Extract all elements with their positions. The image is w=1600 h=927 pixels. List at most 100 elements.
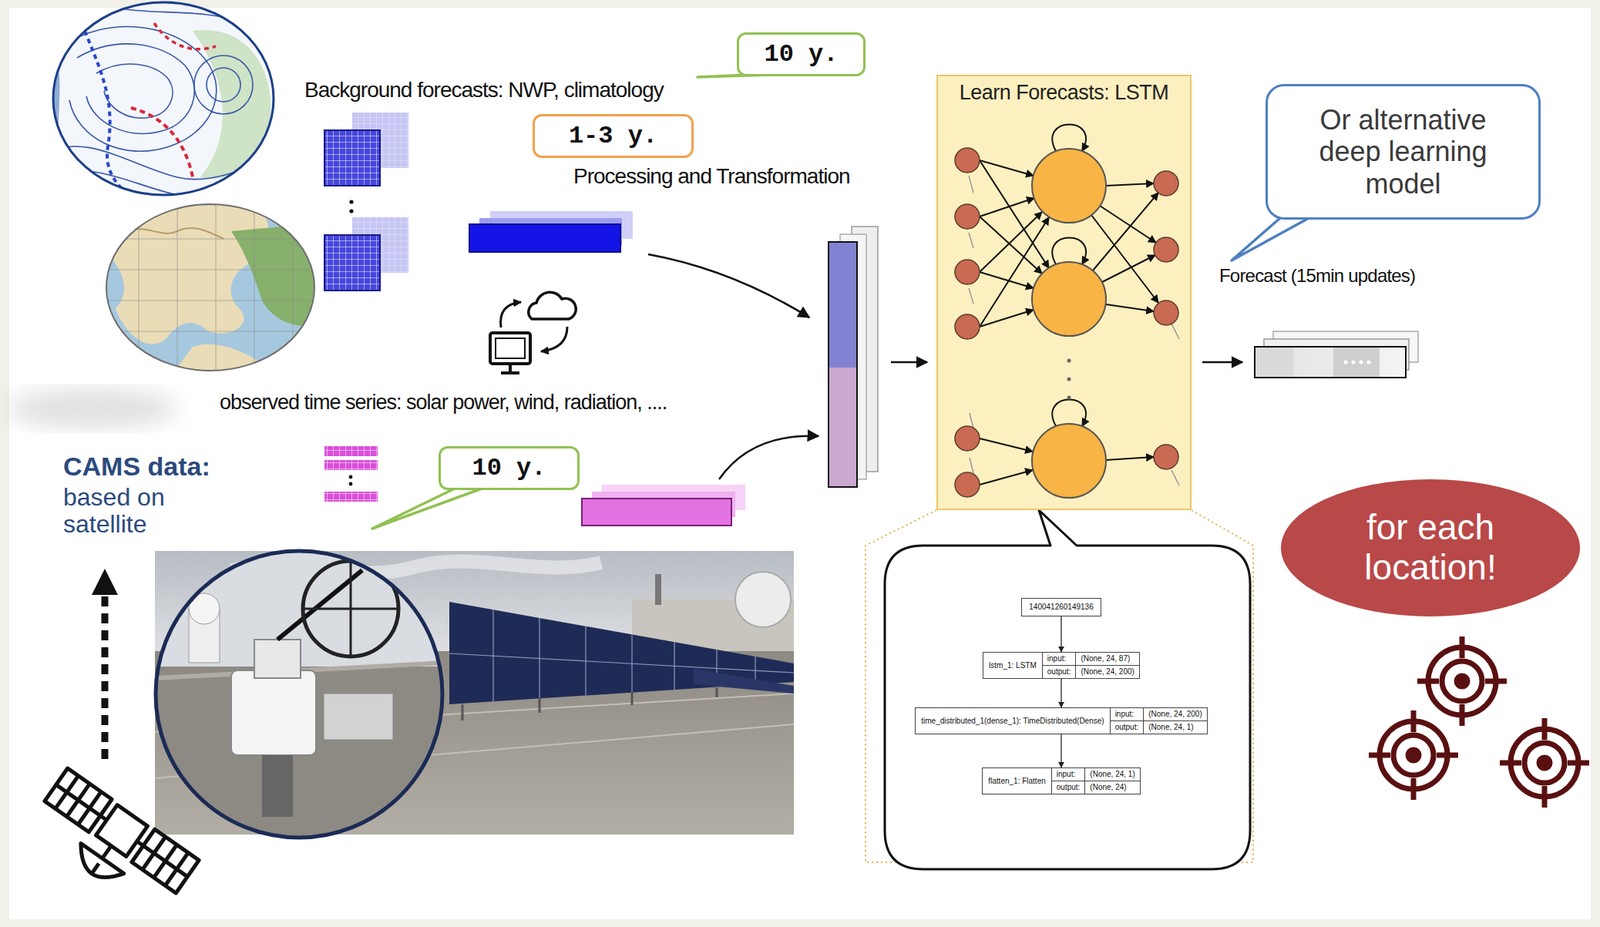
satellite-icon — [131, 829, 199, 894]
observation-bars — [324, 460, 378, 471]
rooftop-photo — [231, 670, 316, 756]
layer-arrow — [1060, 616, 1062, 653]
page-panel — [9, 7, 1591, 920]
lstm-network — [1202, 361, 1243, 364]
forecast-output-bar — [1254, 346, 1406, 378]
europe-map — [7, 388, 178, 429]
rooftop-photo — [462, 687, 717, 721]
rooftop-photo — [693, 668, 794, 694]
target-icon — [1417, 636, 1507, 727]
lstm-network — [969, 457, 974, 474]
satellite-icon — [44, 768, 112, 833]
forecast-output-bar — [1344, 360, 1348, 365]
lstm-network — [954, 472, 980, 498]
weather-globe — [46, 15, 70, 193]
rooftop-photo — [154, 551, 448, 844]
lstm-network — [1052, 400, 1086, 427]
satellite-icon — [26, 568, 199, 920]
observation-bars — [324, 491, 378, 502]
shape-value: (None, 24, 200) — [1075, 665, 1140, 679]
grid-stack — [324, 235, 380, 291]
weather-globe — [53, 2, 274, 195]
layer-name: time_distributed_1(dense_1): TimeDistrib… — [921, 716, 1104, 727]
output-label: Forecast (15min updates) — [1219, 265, 1416, 288]
source-heading: CAMS data: — [63, 450, 211, 483]
target-icon — [1368, 710, 1459, 800]
observation-bars — [349, 475, 353, 480]
lstm-network — [936, 74, 1192, 511]
lstm-network — [1153, 444, 1179, 470]
shape-table: input:(None, 24, 200)output:(None, 24, 1… — [1110, 708, 1207, 734]
weather-globe — [53, 171, 185, 197]
shape-table: input:(None, 24, 1)output:(None, 24) — [1052, 768, 1140, 794]
layer-name-cell: lstm_1: LSTM — [983, 652, 1043, 679]
rooftop-photo — [655, 574, 662, 606]
layer-arrow — [1060, 678, 1062, 708]
input-vector — [828, 226, 928, 488]
lstm-network — [979, 470, 1033, 485]
lstm-network — [1105, 183, 1154, 186]
lstm-network — [1153, 237, 1179, 263]
cloud-computer-icon — [490, 332, 531, 364]
node-text: 140041260149136 — [1028, 602, 1093, 612]
lstm-network — [1052, 238, 1086, 266]
lstm-network — [1067, 359, 1072, 400]
target-icon — [1456, 675, 1468, 687]
forecast-output-bar — [1359, 360, 1364, 365]
europe-map — [138, 204, 293, 372]
shape-key: output: — [1052, 781, 1086, 794]
lstm-network — [936, 74, 1243, 511]
observation-bars — [324, 460, 378, 471]
section-label: observed time series: solar power, wind,… — [219, 389, 667, 415]
weather-globe — [53, 2, 274, 195]
satellite-icon — [26, 768, 199, 920]
cloud-computer-icon — [528, 292, 576, 320]
input-layer-box: 140041260149136 — [1021, 598, 1101, 617]
node-text: 10 y. — [471, 453, 546, 483]
weather-globe — [46, 2, 278, 197]
grid-stack — [324, 235, 380, 291]
lstm-network — [954, 426, 980, 451]
rooftop-photo — [449, 609, 794, 702]
lstm-network — [979, 309, 1034, 327]
lstm-network — [1102, 255, 1156, 283]
lstm-network — [1031, 423, 1106, 498]
layer-name: flatten_1: Flatten — [988, 776, 1046, 787]
target-icon — [1408, 749, 1419, 761]
satellite-icon — [91, 568, 118, 595]
observation-bars — [324, 446, 378, 457]
node-text: 10 y. — [763, 40, 838, 69]
shape-key: input: — [1042, 652, 1077, 666]
model-callout — [884, 510, 1251, 870]
shape-value: (None, 24, 1) — [1085, 768, 1140, 782]
forecast-output-bar — [1254, 331, 1419, 378]
input-vector — [828, 367, 858, 488]
lstm-network — [954, 204, 980, 229]
lstm-network — [1105, 457, 1154, 461]
model-callout — [865, 510, 1254, 870]
shape-key: input: — [1052, 768, 1086, 782]
observation-bars — [719, 436, 819, 480]
lstm-network — [954, 314, 980, 340]
speech-callout: Or alternative deep learning model — [1265, 84, 1541, 220]
rooftop-photo — [302, 561, 399, 657]
layer-box: time_distributed_1(dense_1): TimeDistrib… — [914, 707, 1207, 735]
rooftop-photo — [449, 653, 794, 673]
location-ellipse: for each location! — [1280, 479, 1580, 617]
forecast-output-bar — [1254, 346, 1406, 378]
callout-tail — [1231, 217, 1311, 261]
rooftop-photo — [449, 601, 794, 705]
europe-map — [106, 238, 316, 332]
shape-value: (None, 24, 1) — [1143, 721, 1207, 734]
forecast-output-bar — [1333, 346, 1380, 378]
observation-bars — [581, 498, 732, 526]
satellite-icon — [44, 768, 112, 833]
node-text: Learn Forecasts: LSTM — [959, 80, 1170, 105]
layer-arrow — [1060, 734, 1062, 768]
europe-map — [106, 204, 316, 372]
satellite-icon — [92, 863, 99, 873]
observation-bars — [324, 446, 378, 457]
input-vector — [828, 242, 858, 368]
cloud-computer-icon — [490, 292, 576, 374]
